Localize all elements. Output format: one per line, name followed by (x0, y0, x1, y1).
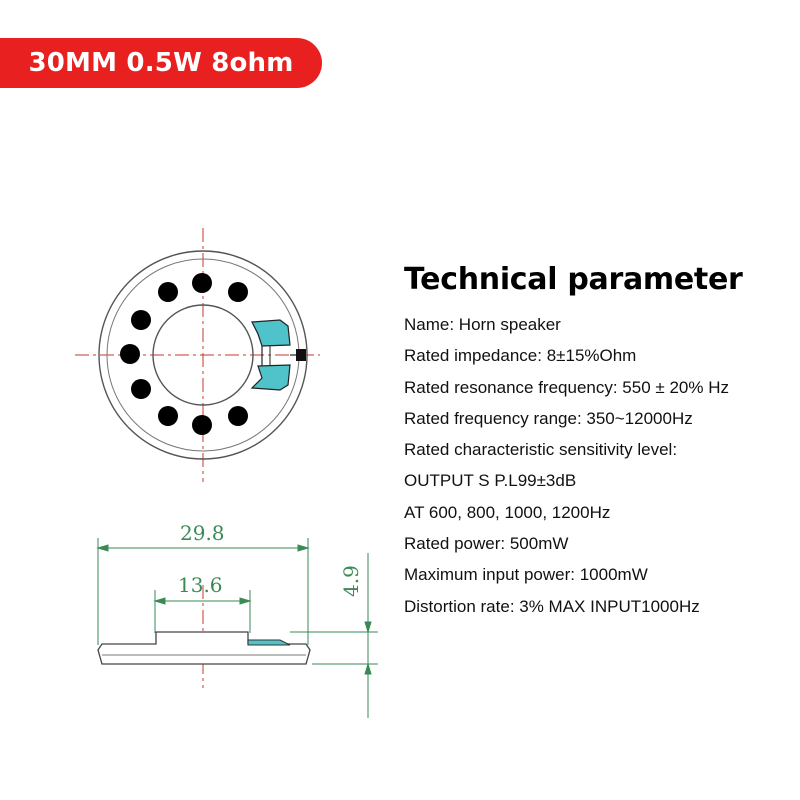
speaker-side-view: 29.8 13.6 4.9 (96, 521, 378, 718)
param-line: Rated impedance: 8±15%Ohm (404, 346, 637, 366)
param-line: AT 600, 800, 1000, 1200Hz (404, 502, 611, 522)
dimension-height (290, 553, 378, 718)
param-line: Maximum input power: 1000mW (404, 565, 648, 585)
param-line: Distortion rate: 3% MAX INPUT1000Hz (404, 596, 700, 616)
sound-holes (120, 273, 248, 435)
param-line: Rated frequency range: 350~12000Hz (404, 408, 693, 428)
speaker-top-view (75, 228, 320, 482)
param-line: Name: Horn speaker (404, 315, 561, 334)
dimension-height-label: 4.9 (339, 565, 363, 597)
dimension-outer-diameter (96, 538, 310, 645)
product-badge: 30MM 0.5W 8ohm (0, 38, 322, 88)
param-line: Rated resonance frequency: 550 ± 20% Hz (404, 377, 729, 397)
param-line: OUTPUT S P.L99±3dB (404, 471, 577, 491)
param-line: Rated characteristic sensitivity level: (404, 440, 678, 460)
dimension-inner-diameter (153, 590, 252, 633)
dimension-inner-label: 13.6 (178, 573, 223, 597)
badge-label: 30MM 0.5W 8ohm (28, 48, 294, 78)
dimension-outer-label: 29.8 (180, 521, 225, 545)
terminal-icon (250, 319, 306, 391)
params-title: Technical parameter (404, 262, 743, 297)
param-line: Rated power: 500mW (404, 534, 569, 554)
technical-parameters: Technical parameter Name: Horn speaker R… (404, 262, 794, 622)
